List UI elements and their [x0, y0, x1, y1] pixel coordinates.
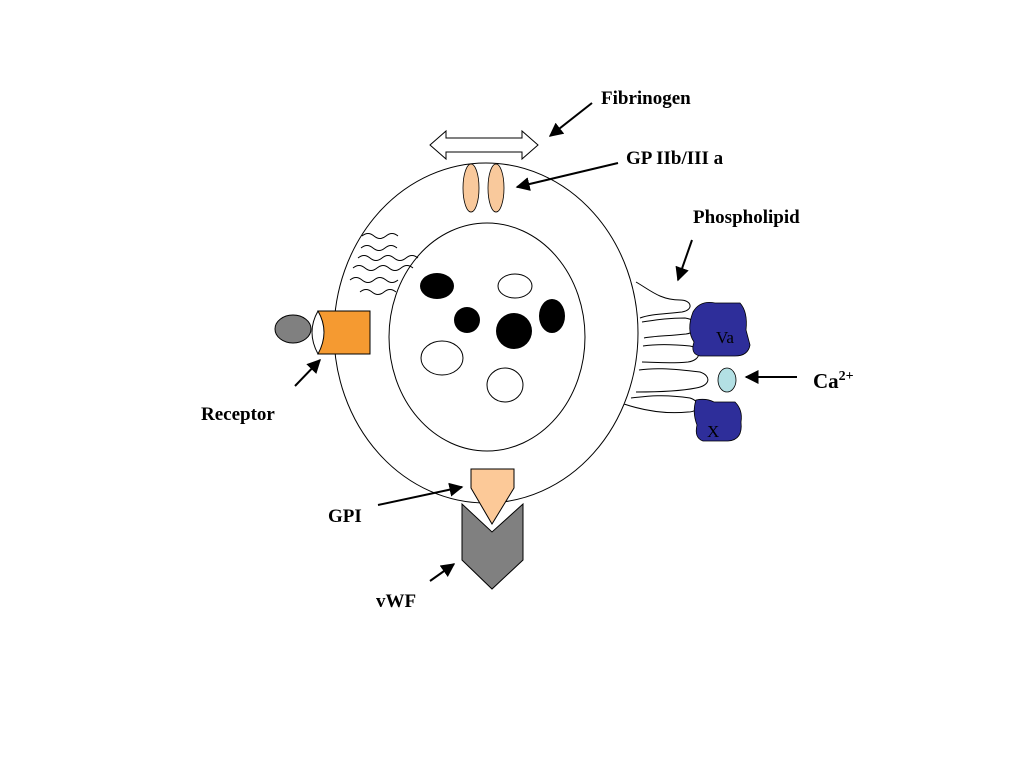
gp-iib-iiia-label: GP IIb/III a: [626, 148, 724, 169]
dense-granule: [496, 313, 532, 349]
gpi-label: GPI: [328, 506, 362, 527]
gpi-glycoprotein: [470, 468, 515, 525]
pointer-arrows: [294, 102, 797, 582]
calcium-label: Ca2+: [813, 369, 854, 393]
double-headed-arrow-icon: [429, 129, 539, 161]
factor-x-shape: [693, 398, 742, 442]
gp-iib-iiia-arrow: [515, 162, 619, 191]
receptor-complex: [274, 310, 371, 355]
receptor-ligand: [274, 314, 312, 344]
vwf-molecule: [461, 502, 524, 590]
platelet-inner-zone: [388, 222, 586, 452]
dense-granule: [420, 273, 454, 299]
gpi-arrow: [377, 482, 464, 506]
calcium-superscript: 2+: [839, 369, 854, 384]
receptor-body: [317, 310, 371, 355]
calcium-ion: [717, 367, 737, 393]
calcium-base: Ca: [813, 369, 839, 393]
receptor-lip: [311, 310, 319, 355]
factor-va-shape: [689, 302, 751, 357]
receptor-arrow: [294, 358, 321, 387]
receptor-label: Receptor: [201, 404, 275, 425]
dense-granule: [454, 307, 480, 333]
wavy-filaments: [349, 233, 419, 295]
alpha-granule: [497, 273, 533, 299]
alpha-granule: [486, 367, 524, 403]
factor-va-label: Va: [716, 328, 734, 347]
phospholipid-arrow: [675, 239, 693, 282]
gp-iib-iiia-receptor: [462, 163, 505, 213]
alpha-granule: [420, 340, 464, 376]
vwf-arrow: [429, 563, 456, 582]
fibrinogen-arrow: [548, 102, 593, 137]
granules: [420, 273, 565, 403]
vwf-label: vWF: [376, 591, 416, 612]
fibrinogen-label: Fibrinogen: [601, 88, 691, 109]
dense-granule: [539, 299, 565, 333]
phospholipid-label: Phospholipid: [693, 207, 800, 228]
factor-x-label: X: [707, 422, 719, 441]
